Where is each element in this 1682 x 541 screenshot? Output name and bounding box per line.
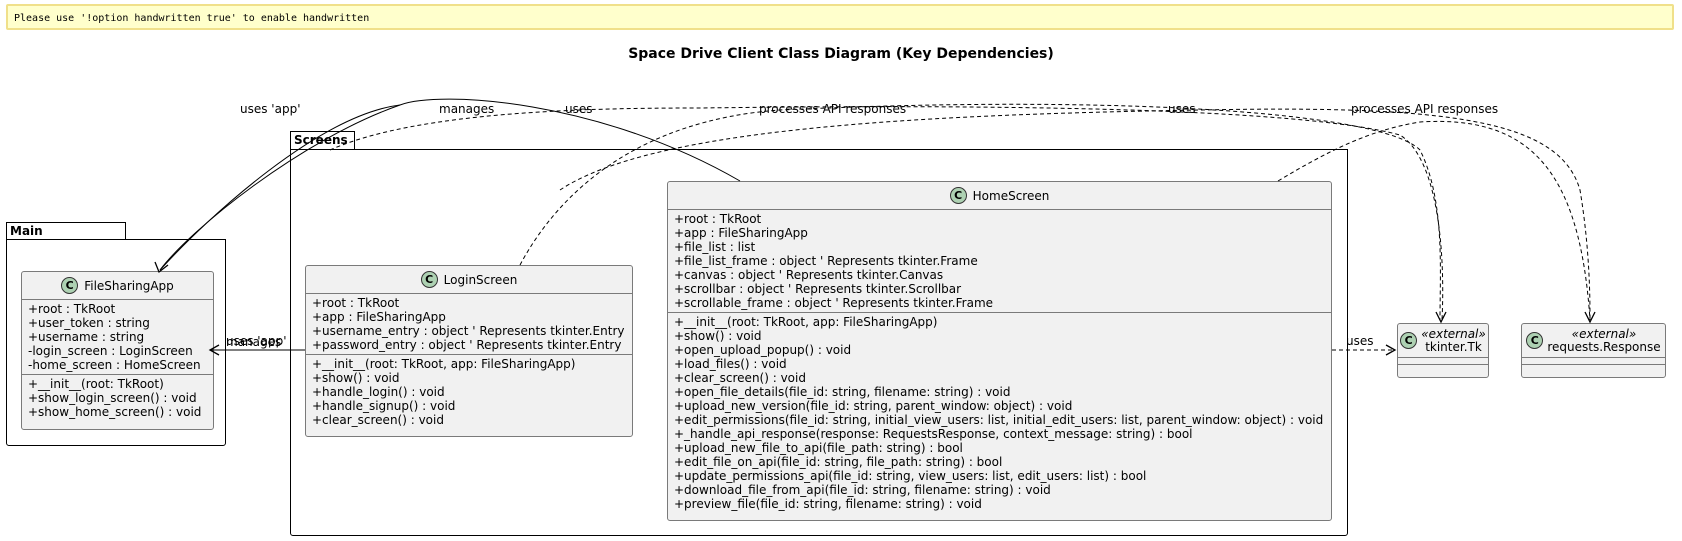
attribute: +scrollbar : object ' Represents tkinter… <box>674 282 962 296</box>
edge-label-uses: uses <box>1168 102 1196 116</box>
method: +show_home_screen() : void <box>28 405 202 419</box>
class-icon: C <box>61 277 79 294</box>
method: +upload_new_file_to_api(file_path: strin… <box>674 441 963 455</box>
method: +__init__(root: TkRoot) <box>28 377 164 391</box>
methods-section: +__init__(root: TkRoot, app: FileSharing… <box>306 355 632 429</box>
attribute: +username : string <box>28 330 145 344</box>
method: +download_file_from_api(file_id: string,… <box>674 483 1051 497</box>
arrowhead-tk-right <box>1385 344 1397 356</box>
method: +preview_file(file_id: string, filename:… <box>674 497 982 511</box>
edge-home-to-app-uses <box>159 104 401 271</box>
method: +__init__(root: TkRoot, app: FileSharing… <box>312 357 576 371</box>
attributes-section <box>1522 358 1665 365</box>
diagram-title: Space Drive Client Class Diagram (Key De… <box>628 46 1054 62</box>
attribute: +username_entry : object ' Represents tk… <box>312 324 625 338</box>
class-name: tkinter.Tk <box>1425 339 1482 354</box>
attributes-section: +root : TkRoot +user_token : string +use… <box>22 300 213 375</box>
method: +_handle_api_response(response: Requests… <box>674 427 1193 441</box>
class-icon: C <box>420 271 438 288</box>
method: +edit_permissions(file_id: string, initi… <box>674 413 1324 427</box>
method: +handle_signup() : void <box>312 399 456 413</box>
arrowhead-tk-top <box>1435 311 1447 324</box>
method: +__init__(root: TkRoot, app: FileSharing… <box>674 315 938 329</box>
class-icon: C <box>1400 332 1418 349</box>
class-requests-response: C «external» requests.Response <box>1521 323 1666 378</box>
methods-section: +__init__(root: TkRoot) +show_login_scre… <box>22 375 213 421</box>
class-icon: C <box>1526 332 1544 349</box>
method: +open_file_details(file_id: string, file… <box>674 385 1011 399</box>
class-name: HomeScreen <box>972 188 1050 203</box>
attribute: -login_screen : LoginScreen <box>28 344 193 358</box>
method: +edit_file_on_api(file_id: string, file_… <box>674 455 1003 469</box>
class-header: C «external» requests.Response <box>1522 324 1665 358</box>
edge-login-to-tk <box>519 103 1441 321</box>
arrowhead-app-left <box>208 344 220 356</box>
edge-home-to-app-manages <box>159 98 741 271</box>
edge-label-manages: manages <box>226 335 282 349</box>
arrowhead-response-top <box>1584 311 1596 324</box>
method: +load_files() : void <box>674 357 787 371</box>
edge-label-uses-app: uses 'app' <box>240 102 301 116</box>
attribute: +app : FileSharingApp <box>674 226 808 240</box>
attribute: +app : FileSharingApp <box>312 310 446 324</box>
edge-label-manages: manages <box>439 102 495 116</box>
attribute: -home_screen : HomeScreen <box>28 358 201 372</box>
method: +update_permissions_api(file_id: string,… <box>674 469 1147 483</box>
attribute: +scrollable_frame : object ' Represents … <box>674 296 994 310</box>
class-loginscreen: C LoginScreen +root : TkRoot +app : File… <box>305 265 633 437</box>
attribute: +password_entry : object ' Represents tk… <box>312 338 622 352</box>
method: +show() : void <box>674 329 762 343</box>
class-filesharingapp: C FileSharingApp +root : TkRoot +user_to… <box>21 271 214 430</box>
attributes-section: +root : TkRoot +app : FileSharingApp +us… <box>306 294 632 355</box>
class-tkinter-tk: C «external» tkinter.Tk <box>1397 323 1489 378</box>
edge-home-to-response <box>1277 120 1591 321</box>
attribute: +file_list_frame : object ' Represents t… <box>674 254 978 268</box>
method: +open_upload_popup() : void <box>674 343 852 357</box>
method: +show() : void <box>312 371 400 385</box>
class-name: LoginScreen <box>443 272 518 287</box>
method: +handle_login() : void <box>312 385 445 399</box>
class-header: C «external» tkinter.Tk <box>1398 324 1488 358</box>
class-icon: C <box>949 187 967 204</box>
method: +upload_new_version(file_id: string, par… <box>674 399 1073 413</box>
method: +clear_screen() : void <box>312 413 444 427</box>
edge-label-uses: uses <box>565 102 593 116</box>
methods-section: +__init__(root: TkRoot, app: FileSharing… <box>668 313 1331 513</box>
edge-label-uses-tk: uses <box>1346 334 1374 348</box>
edge-label-uses-app: uses 'app' <box>226 334 287 348</box>
class-stereotype: «external» <box>1421 326 1486 341</box>
class-homescreen: C HomeScreen +root : TkRoot +app : FileS… <box>667 181 1332 521</box>
handwritten-note: Please use '!option handwritten true' to… <box>6 4 1674 30</box>
attribute: +user_token : string <box>28 316 150 330</box>
edge-label-processes: processes API responses <box>759 102 907 116</box>
class-name: requests.Response <box>1547 339 1661 354</box>
class-header: C FileSharingApp <box>22 272 213 300</box>
method: +show_login_screen() : void <box>28 391 197 405</box>
attributes-section <box>1398 358 1488 365</box>
method: +clear_screen() : void <box>674 371 806 385</box>
class-header: C HomeScreen <box>668 182 1331 210</box>
attribute: +root : TkRoot <box>28 302 116 316</box>
edge-label-processes: processes API responses <box>1351 102 1499 116</box>
attribute: +root : TkRoot <box>312 296 400 310</box>
attribute: +root : TkRoot <box>674 212 762 226</box>
class-stereotype: «external» <box>1571 326 1637 341</box>
attributes-section: +root : TkRoot +app : FileSharingApp +fi… <box>668 210 1331 313</box>
class-header: C LoginScreen <box>306 266 632 294</box>
attribute: +file_list : list <box>674 240 756 254</box>
edge-app-to-tk <box>329 106 1444 321</box>
edge-login-to-response <box>559 108 1591 321</box>
arrowhead-app-top <box>154 261 169 274</box>
class-name: FileSharingApp <box>84 278 174 293</box>
attribute: +canvas : object ' Represents tkinter.Ca… <box>674 268 944 282</box>
